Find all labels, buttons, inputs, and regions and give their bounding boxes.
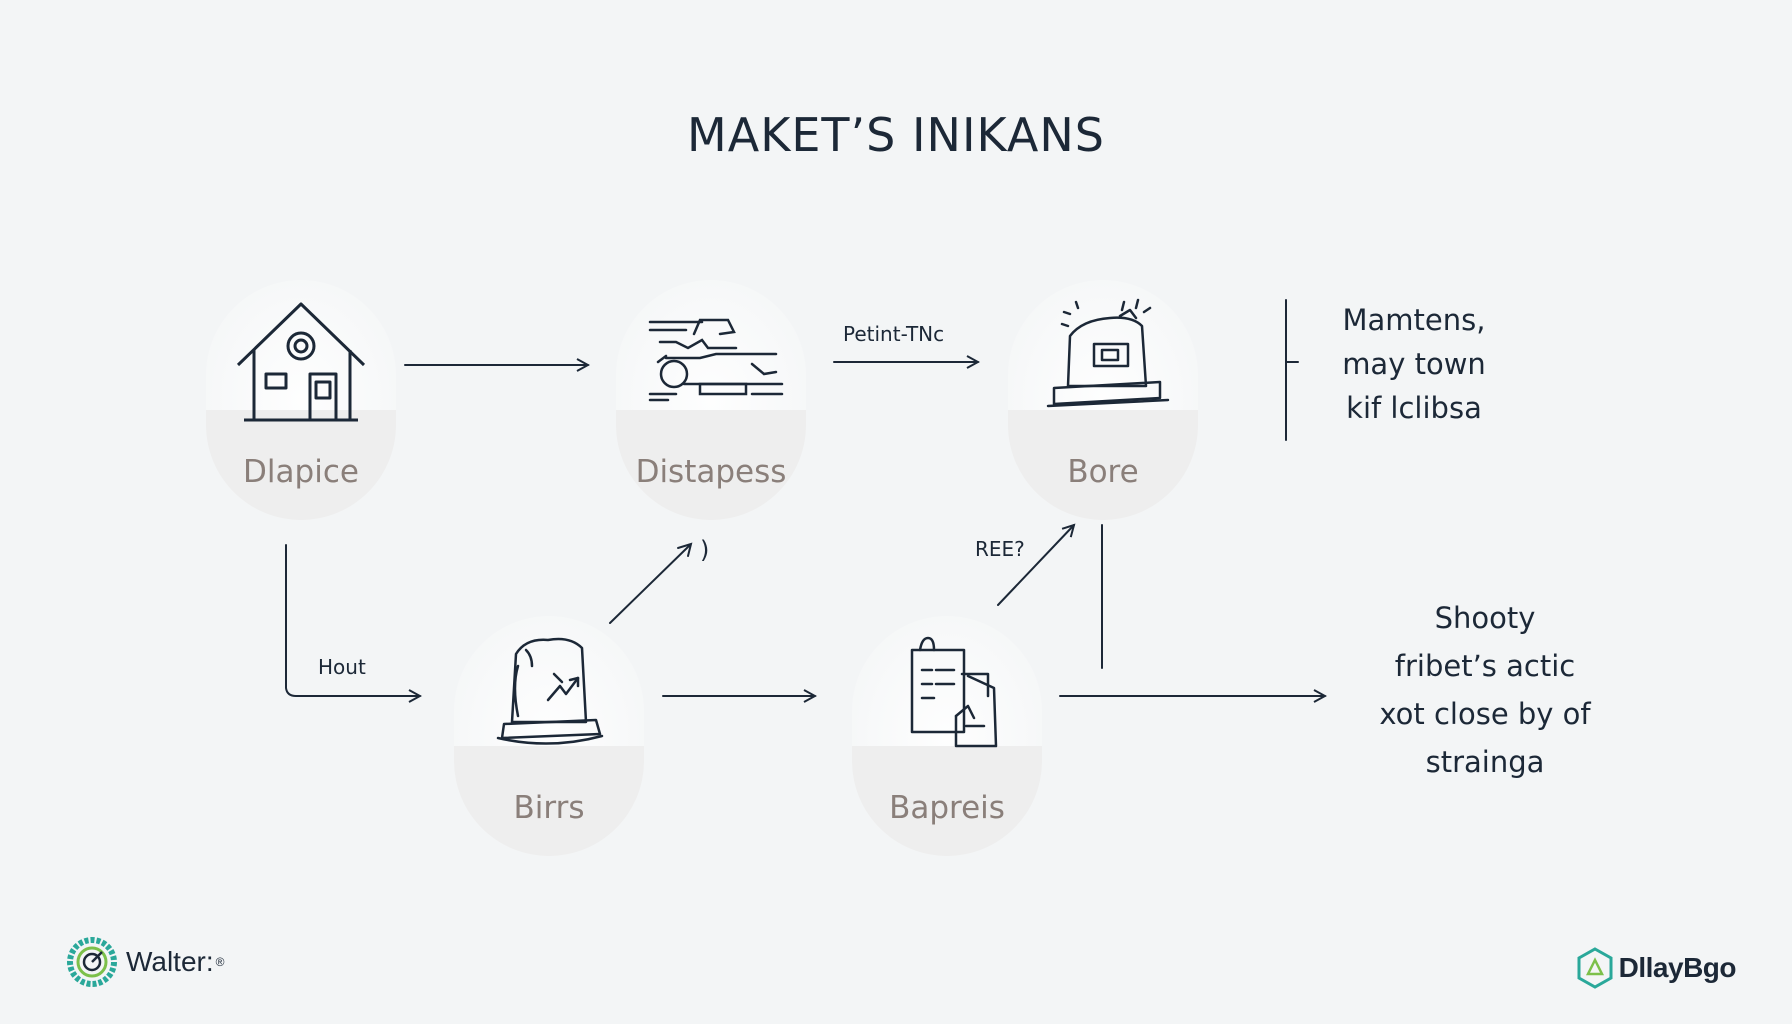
- edge-label-petint: Petint-TNc: [843, 322, 945, 346]
- elbow-dlapice-to-birrs: [285, 544, 420, 696]
- node-label-birrs: Birrs: [513, 790, 585, 826]
- node-bore[interactable]: Bore: [1008, 280, 1198, 520]
- machine-sketch-icon: [648, 318, 784, 402]
- node-label-bore: Bore: [1067, 454, 1139, 490]
- note-bottom: Shooty fribet’s actic xot close by of st…: [1350, 594, 1620, 786]
- brand-left: Walter:®: [66, 936, 224, 988]
- note-bottom-line-4: strainga: [1425, 745, 1545, 779]
- brand-right-name: DllayBgo: [1618, 952, 1737, 983]
- brand-left-icon: [67, 937, 117, 987]
- arrow-bapreis-to-bore: [997, 525, 1074, 606]
- arrow-birrs-to-distapess-head: [677, 542, 693, 557]
- edge-label-ree: REE?: [975, 537, 1025, 561]
- note-top-line-1: Mamtens,: [1342, 303, 1486, 337]
- note-bottom-line-1: Shooty: [1434, 601, 1536, 635]
- arrow-birrs-to-distapess: [609, 544, 691, 624]
- edge-label-paren: ): [700, 536, 710, 564]
- brand-left-name: Walter:: [126, 946, 214, 977]
- node-bapreis[interactable]: Bapreis: [852, 616, 1042, 856]
- note-bottom-line-3: xot close by of: [1379, 697, 1591, 731]
- note-top-line-3: kif lclibsa: [1346, 391, 1482, 425]
- node-birrs[interactable]: Birrs: [454, 616, 644, 856]
- node-label-distapess: Distapess: [635, 454, 787, 490]
- node-label-dlapice: Dlapice: [243, 454, 359, 490]
- note-top-line-2: may town: [1342, 347, 1486, 381]
- note-bottom-line-2: fribet’s actic: [1394, 649, 1576, 683]
- note-top: Mamtens, may town kif lclibsa: [1316, 298, 1512, 430]
- node-dlapice[interactable]: Dlapice: [206, 280, 396, 520]
- page-title: MAKET’S INIKANS: [687, 108, 1105, 162]
- node-distapess[interactable]: Distapess: [616, 280, 806, 520]
- jar-icon: [496, 637, 604, 745]
- box-sparks-icon: [1046, 298, 1170, 408]
- node-label-bapreis: Bapreis: [889, 790, 1005, 826]
- edge-label-hout: Hout: [318, 655, 366, 679]
- brand-left-mark: ®: [215, 955, 225, 969]
- documents-icon: [910, 636, 998, 748]
- house-icon: [236, 302, 366, 422]
- brand-right-icon: [1577, 947, 1613, 989]
- brand-right: DllayBgo: [1575, 946, 1737, 990]
